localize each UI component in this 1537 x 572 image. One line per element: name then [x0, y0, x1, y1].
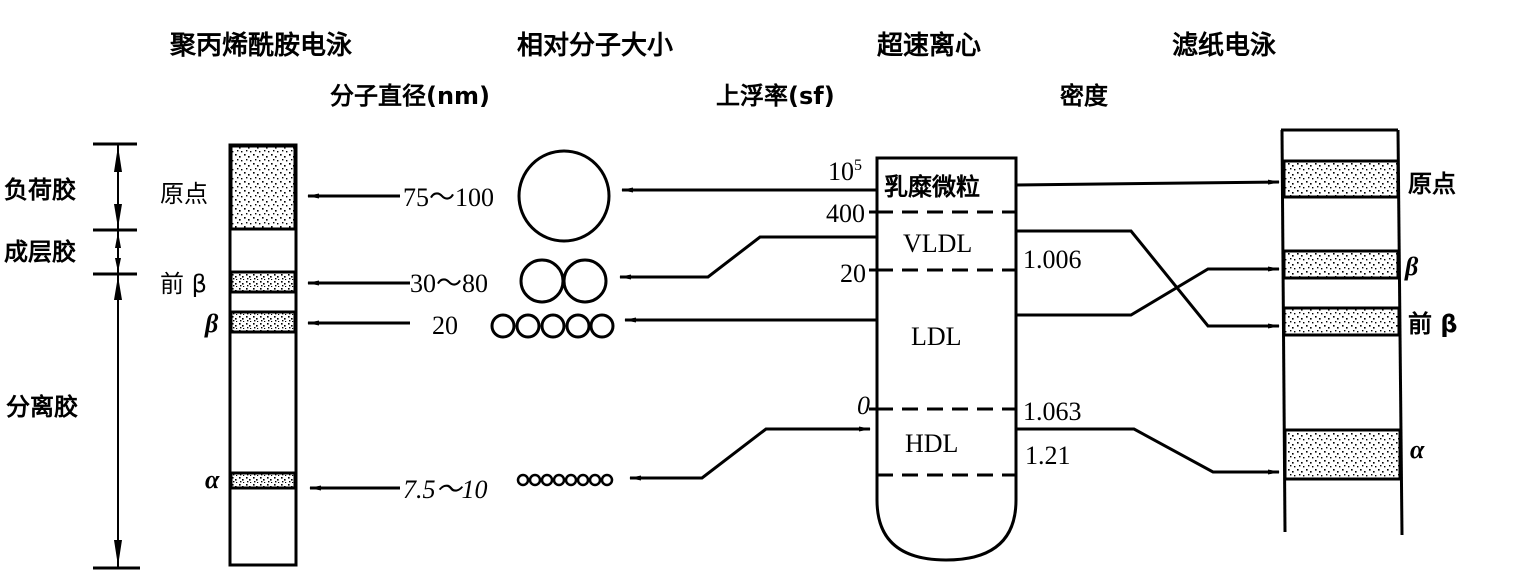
page-band-origin-label: 原点 — [160, 180, 208, 208]
page-band-beta-label: β — [204, 309, 219, 338]
header-relative-size: 相对分子大小 — [517, 31, 673, 61]
density-label-121: 1.21 — [1025, 441, 1071, 470]
paper-band-beta — [1282, 249, 1400, 280]
page-band-alpha-label: α — [205, 465, 220, 494]
diameter-vldl: 30～80 — [410, 269, 488, 298]
zone-stacking-gel-label: 负荷胶 — [4, 176, 76, 204]
page-band-pre-beta-label: 前 β — [160, 270, 207, 298]
density-label-1006: 1.006 — [1023, 245, 1082, 274]
paper-band-beta-label: β — [1404, 252, 1419, 281]
page-band-pre-beta — [229, 270, 297, 294]
header-paper-electrophoresis: 滤纸电泳 — [1172, 30, 1277, 61]
zone-stacking-layer-label: 成层胶 — [4, 238, 76, 266]
circle-vldl-2 — [562, 258, 608, 304]
circle-vldl-1 — [519, 258, 565, 304]
sf-label-top: 105 — [828, 157, 862, 186]
tube-vldl-label: VLDL — [903, 229, 972, 258]
tube-ldl-label: LDL — [911, 322, 962, 351]
header-ultracentrifuge: 超速离心 — [877, 30, 981, 61]
circle-hdl-1 — [516, 473, 530, 487]
tube-hdl-label: HDL — [905, 429, 958, 458]
paper-band-origin-label: 原点 — [1408, 170, 1456, 198]
paper-band-alpha — [1283, 428, 1402, 481]
tube-to-paper-connectors — [1015, 179, 1280, 475]
centrifuge-tube — [869, 156, 1018, 562]
paper-band-origin — [1282, 159, 1400, 199]
circle-ldl-1 — [490, 313, 516, 339]
header-page-electrophoresis: 聚丙烯酰胺电泳 — [169, 31, 353, 61]
gel-zone-bracket — [93, 142, 140, 570]
sf-label-400: 400 — [826, 199, 865, 228]
header-density: 密度 — [1060, 82, 1109, 110]
paper-strip-column — [1280, 128, 1404, 536]
sf-label-0: 0 — [857, 391, 870, 420]
page-band-alpha — [229, 471, 297, 490]
sf-label-20: 20 — [840, 259, 866, 288]
diameter-chylomicron: 75～100 — [403, 183, 494, 212]
header-molecule-diameter: 分子直径(nm) — [330, 82, 490, 110]
diameter-arrows — [307, 193, 410, 491]
paper-band-pre-beta — [1282, 306, 1401, 337]
header-flotation-rate: 上浮率(sf) — [716, 82, 835, 110]
diameter-hdl: 7.5～10 — [403, 475, 488, 504]
page-band-beta — [229, 310, 297, 334]
circle-chylomicron — [517, 149, 611, 243]
paper-band-alpha-label: α — [1410, 435, 1425, 464]
tube-to-size-connectors — [619, 187, 876, 481]
diameter-ldl: 20 — [432, 311, 458, 340]
size-circles — [490, 149, 615, 487]
zone-separation-gel-label: 分离胶 — [6, 393, 78, 421]
page-band-origin — [229, 144, 297, 231]
tube-chylomicron-label: 乳糜微粒 — [884, 173, 980, 201]
page-gel-column — [228, 143, 298, 567]
paper-band-pre-beta-label: 前 β — [1408, 310, 1458, 338]
density-label-1063: 1.063 — [1023, 397, 1082, 426]
